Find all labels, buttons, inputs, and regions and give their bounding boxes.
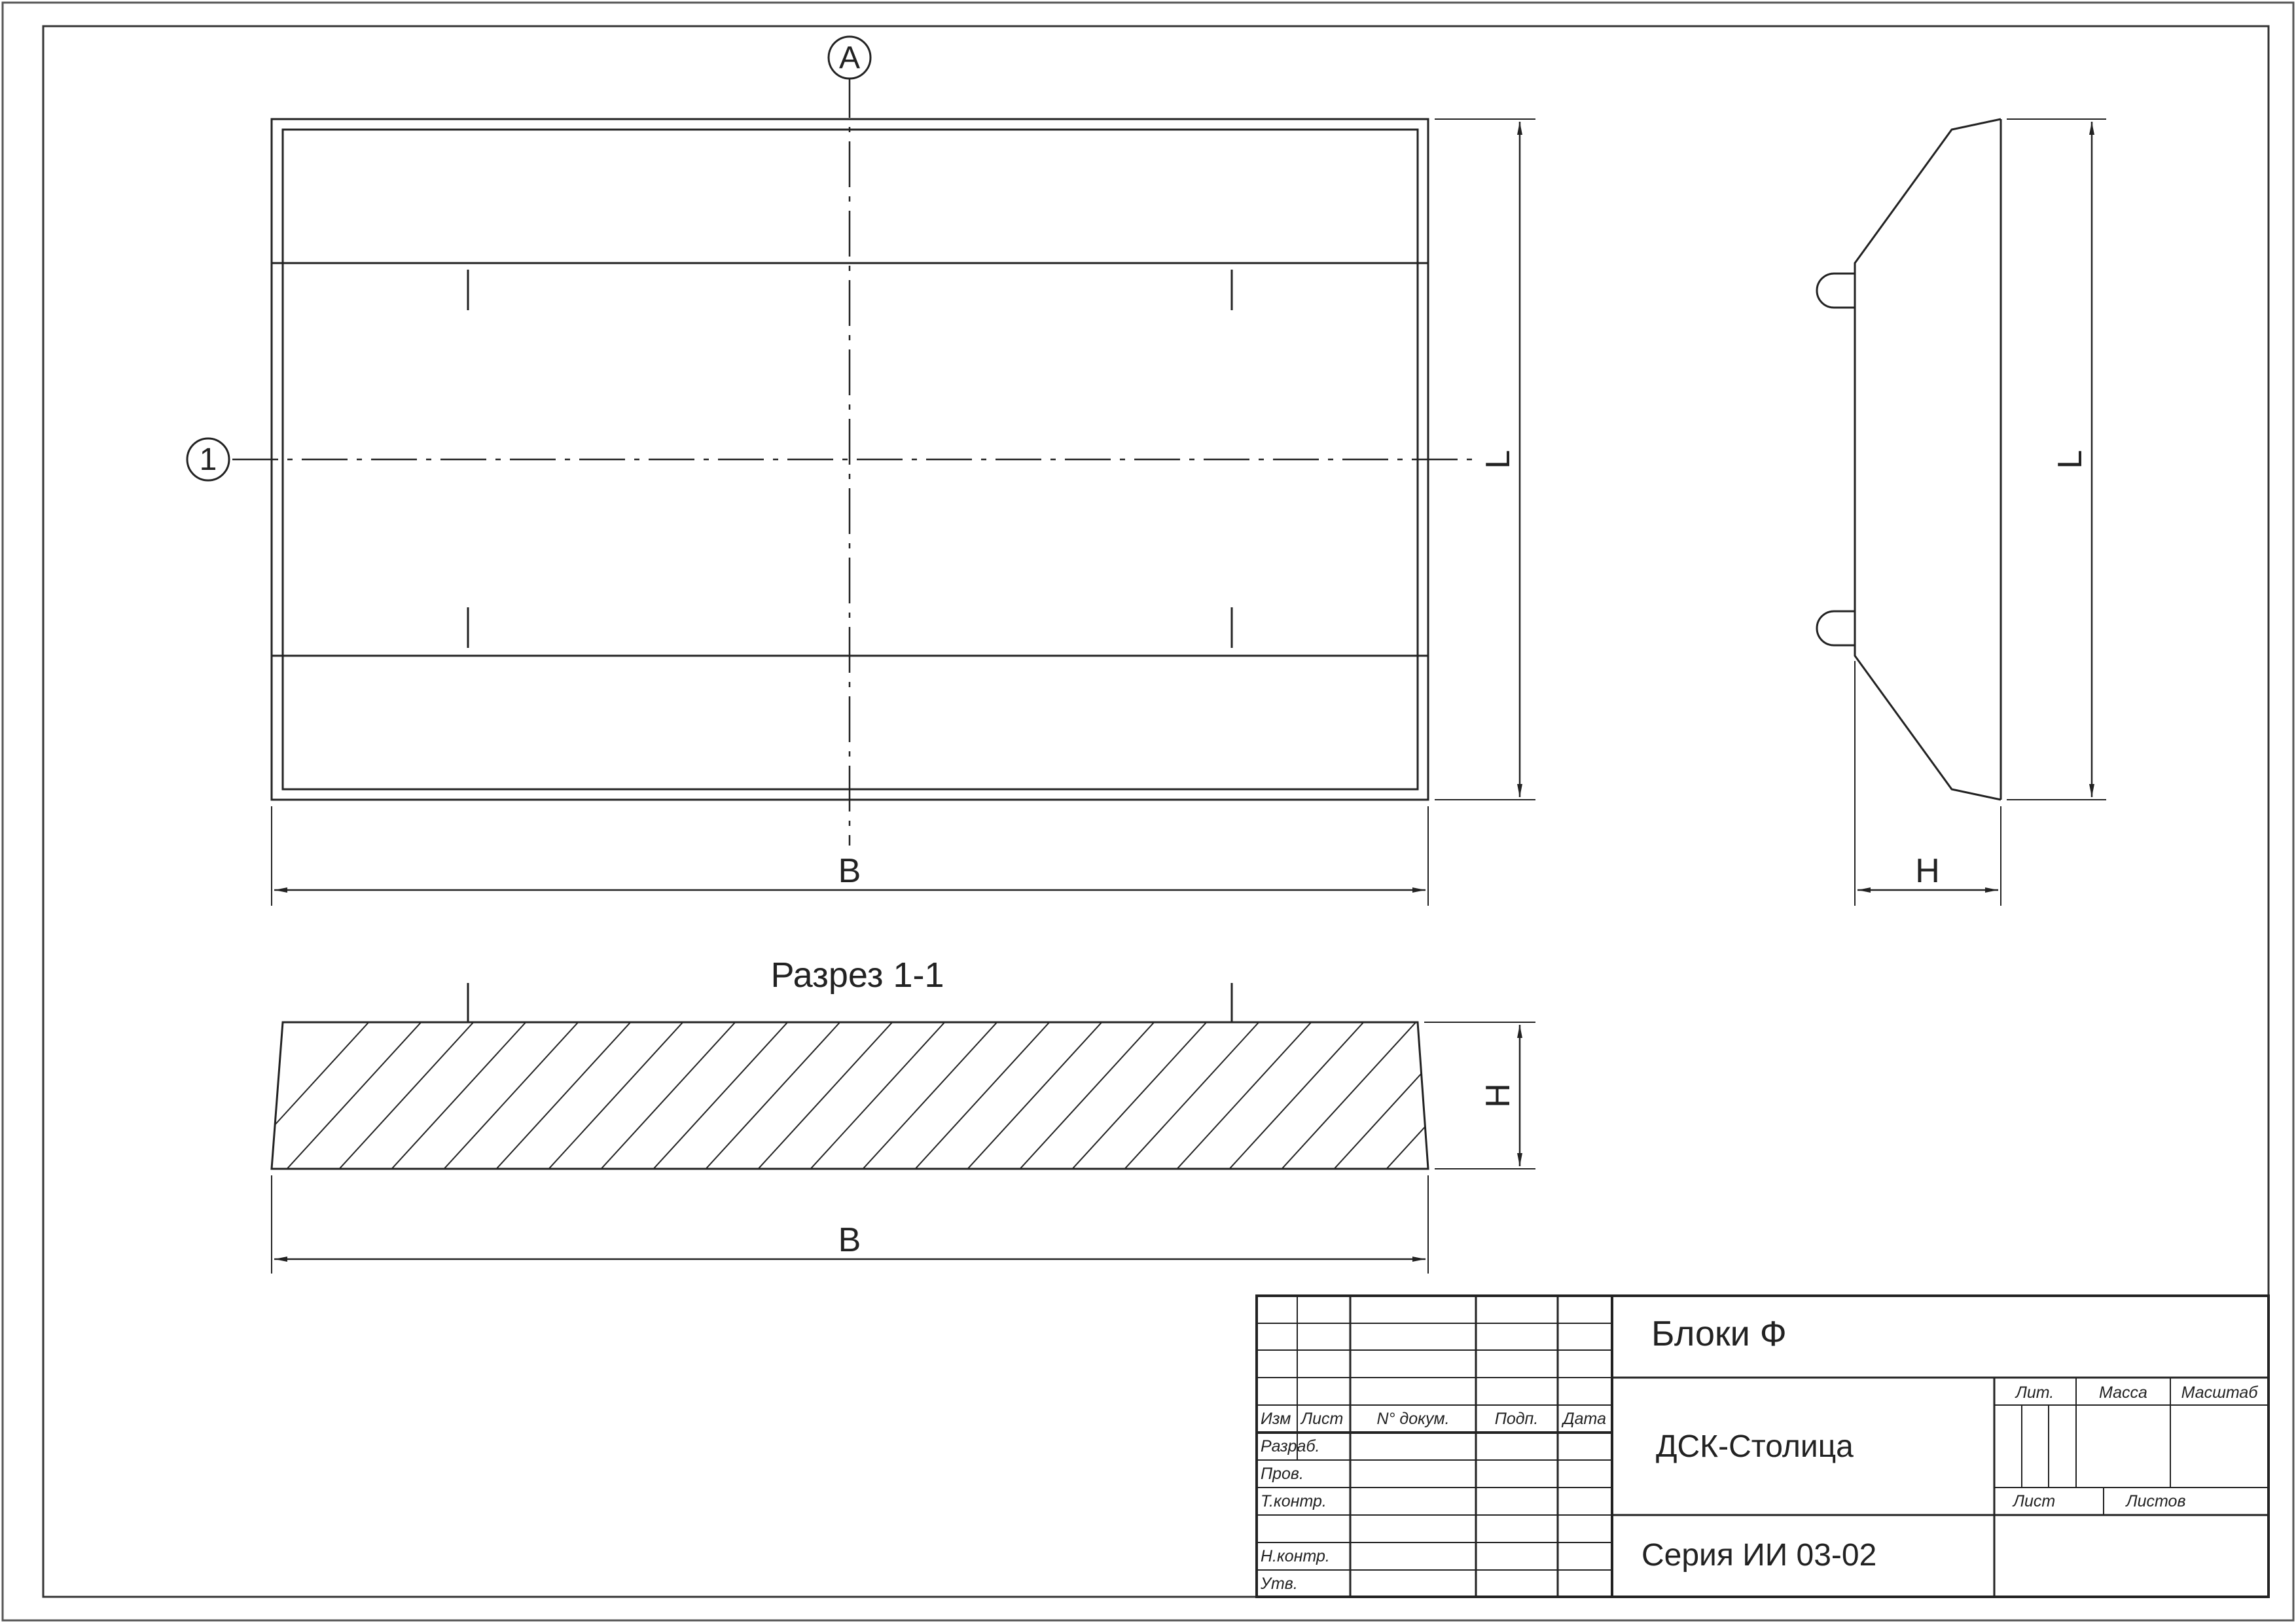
title-block-text: Изм Лист N° докум. Подп. Дата Разраб. Пр…	[1260, 1383, 2258, 1593]
plan-view	[232, 72, 1535, 906]
plan-length-label: L	[1479, 450, 1517, 469]
header-doc-no: N° докум.	[1376, 1410, 1449, 1428]
header-list: Лист	[1300, 1410, 1343, 1428]
section-hatching	[272, 1022, 1428, 1169]
side-length-label: L	[2051, 450, 2089, 469]
sheet-inner-frame	[42, 25, 2270, 1598]
sheet-label: Лист	[2012, 1492, 2055, 1510]
section-height-label: H	[1479, 1083, 1517, 1108]
mass-label: Масса	[2099, 1383, 2147, 1402]
lifting-loop	[1816, 272, 1855, 309]
organization-name: ДСК-Столица	[1656, 1429, 1854, 1464]
header-izm: Изм	[1261, 1410, 1291, 1428]
side-profile	[1854, 118, 2001, 801]
lifting-loop	[1816, 610, 1855, 647]
lit-label: Лит.	[2015, 1383, 2054, 1402]
side-view	[1816, 118, 2106, 906]
axis-marker-a-label: A	[839, 41, 860, 75]
header-sign: Подп.	[1495, 1410, 1539, 1428]
axis-marker-1: 1	[186, 437, 230, 482]
role-checked: Пров.	[1261, 1465, 1304, 1483]
section-outline	[270, 1021, 1429, 1170]
plan-width-label: B	[838, 852, 861, 890]
series-name: Серия ИИ 03-02	[1641, 1538, 1876, 1573]
title-block-frame	[1255, 1294, 2270, 1598]
sheets-label: Листов	[2125, 1492, 2185, 1510]
scale-label: Масштаб	[2181, 1383, 2259, 1402]
role-tech-control: Т.контр.	[1261, 1492, 1327, 1510]
section-width-label: B	[838, 1221, 861, 1259]
role-developer: Разраб.	[1261, 1437, 1319, 1455]
title-block	[1255, 1294, 2270, 1598]
product-name: Блоки Ф	[1651, 1314, 1787, 1353]
section-view	[270, 983, 1535, 1274]
section-title: Разрез 1-1	[770, 955, 944, 995]
axis-marker-a: A	[827, 35, 872, 80]
axis-marker-1-label: 1	[200, 442, 217, 477]
role-norm-control: Н.контр.	[1261, 1547, 1330, 1565]
header-date: Дата	[1561, 1410, 1606, 1428]
role-approved: Утв.	[1260, 1575, 1298, 1593]
side-height-label: H	[1915, 852, 1940, 890]
